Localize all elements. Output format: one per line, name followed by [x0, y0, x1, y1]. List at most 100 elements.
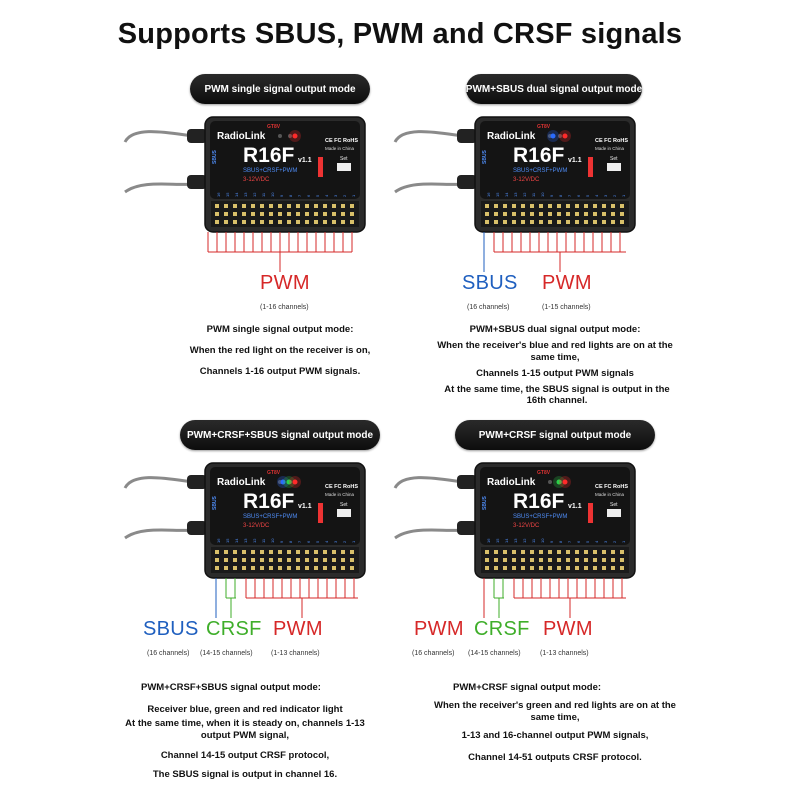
- pin: [575, 550, 579, 554]
- model-name: R16F: [243, 144, 295, 167]
- cert-marks: CE FC RoHS: [325, 484, 358, 490]
- pin: [278, 212, 282, 216]
- pin: [485, 558, 489, 562]
- pin: [296, 220, 300, 224]
- green-led: [286, 479, 292, 485]
- channel-number: 16: [486, 538, 491, 543]
- blue-led: [280, 479, 286, 485]
- led-socket: [278, 134, 282, 138]
- channel-number: 14: [504, 538, 509, 543]
- pin: [242, 212, 246, 216]
- channel-number: 9: [549, 540, 554, 543]
- pin: [575, 212, 579, 216]
- channel-number: 6: [306, 194, 311, 197]
- pin: [332, 220, 336, 224]
- pin: [566, 558, 570, 562]
- led-socket: [548, 480, 552, 484]
- antenna-plug: [457, 129, 477, 143]
- pin: [602, 550, 606, 554]
- pin: [611, 558, 615, 562]
- pin: [278, 220, 282, 224]
- pin: [287, 212, 291, 216]
- pin: [260, 220, 264, 224]
- pin: [341, 558, 345, 562]
- pin: [278, 550, 282, 554]
- channel-number: 15: [495, 538, 500, 543]
- pin: [224, 550, 228, 554]
- pin: [512, 220, 516, 224]
- pin: [260, 550, 264, 554]
- channel-number: 8: [558, 540, 563, 543]
- channel-number: 9: [549, 194, 554, 197]
- pin: [485, 550, 489, 554]
- antenna-plug: [457, 175, 477, 189]
- pin: [548, 550, 552, 554]
- pin: [260, 558, 264, 562]
- pin: [494, 550, 498, 554]
- pin: [305, 566, 309, 570]
- pin: [494, 212, 498, 216]
- pin: [512, 204, 516, 208]
- pin: [233, 220, 237, 224]
- pin: [314, 566, 318, 570]
- pin: [503, 566, 507, 570]
- pin: [494, 566, 498, 570]
- channel-number: 10: [540, 192, 545, 197]
- signal-label-pwm: PWM: [414, 618, 464, 640]
- desc-line: Channels 1-15 output PWM signals: [476, 367, 634, 379]
- pin: [557, 204, 561, 208]
- set-button: [337, 509, 351, 517]
- side-mark: SBUS: [212, 495, 218, 510]
- top-mark: GT8V: [267, 124, 281, 130]
- red-tab: [588, 157, 593, 177]
- pin: [224, 566, 228, 570]
- channel-number: 5: [315, 194, 320, 197]
- pin: [593, 566, 597, 570]
- pin: [314, 204, 318, 208]
- channel-number: 14: [234, 538, 239, 543]
- mode-description: PWM+CRSF signal output mode: When the re…: [415, 682, 695, 763]
- pin: [566, 212, 570, 216]
- pin: [287, 204, 291, 208]
- pin: [314, 212, 318, 216]
- pin: [557, 550, 561, 554]
- red-led: [562, 133, 568, 139]
- channel-number: 5: [315, 540, 320, 543]
- pin: [251, 220, 255, 224]
- set-label: Set: [610, 502, 618, 508]
- channel-number: 4: [324, 194, 329, 197]
- pin: [332, 558, 336, 562]
- pin: [233, 566, 237, 570]
- pin: [314, 558, 318, 562]
- channel-number: 7: [567, 540, 572, 543]
- antenna-plug: [457, 521, 477, 535]
- channel-range: (1-13 channels): [271, 650, 320, 657]
- brand-logo: RadioLink: [217, 477, 266, 488]
- set-button: [607, 509, 621, 517]
- channel-number: 9: [279, 194, 284, 197]
- pin: [485, 212, 489, 216]
- desc-line: Channel 14-51 outputs CRSF protocol.: [468, 751, 642, 763]
- pin: [530, 212, 534, 216]
- pin: [323, 558, 327, 562]
- pin: [521, 566, 525, 570]
- side-mark: SBUS: [482, 495, 488, 510]
- channel-number: 4: [324, 540, 329, 543]
- led-socket: [558, 134, 562, 138]
- pin: [278, 204, 282, 208]
- pin: [539, 212, 543, 216]
- channel-number: 3: [603, 194, 608, 197]
- model-name: R16F: [243, 490, 295, 513]
- red-tab: [588, 503, 593, 523]
- pin: [530, 550, 534, 554]
- pin: [512, 212, 516, 216]
- pin: [269, 212, 273, 216]
- top-mark: GT8V: [267, 470, 281, 476]
- channel-range: (1-15 channels): [542, 304, 591, 311]
- pin: [287, 220, 291, 224]
- pin: [485, 204, 489, 208]
